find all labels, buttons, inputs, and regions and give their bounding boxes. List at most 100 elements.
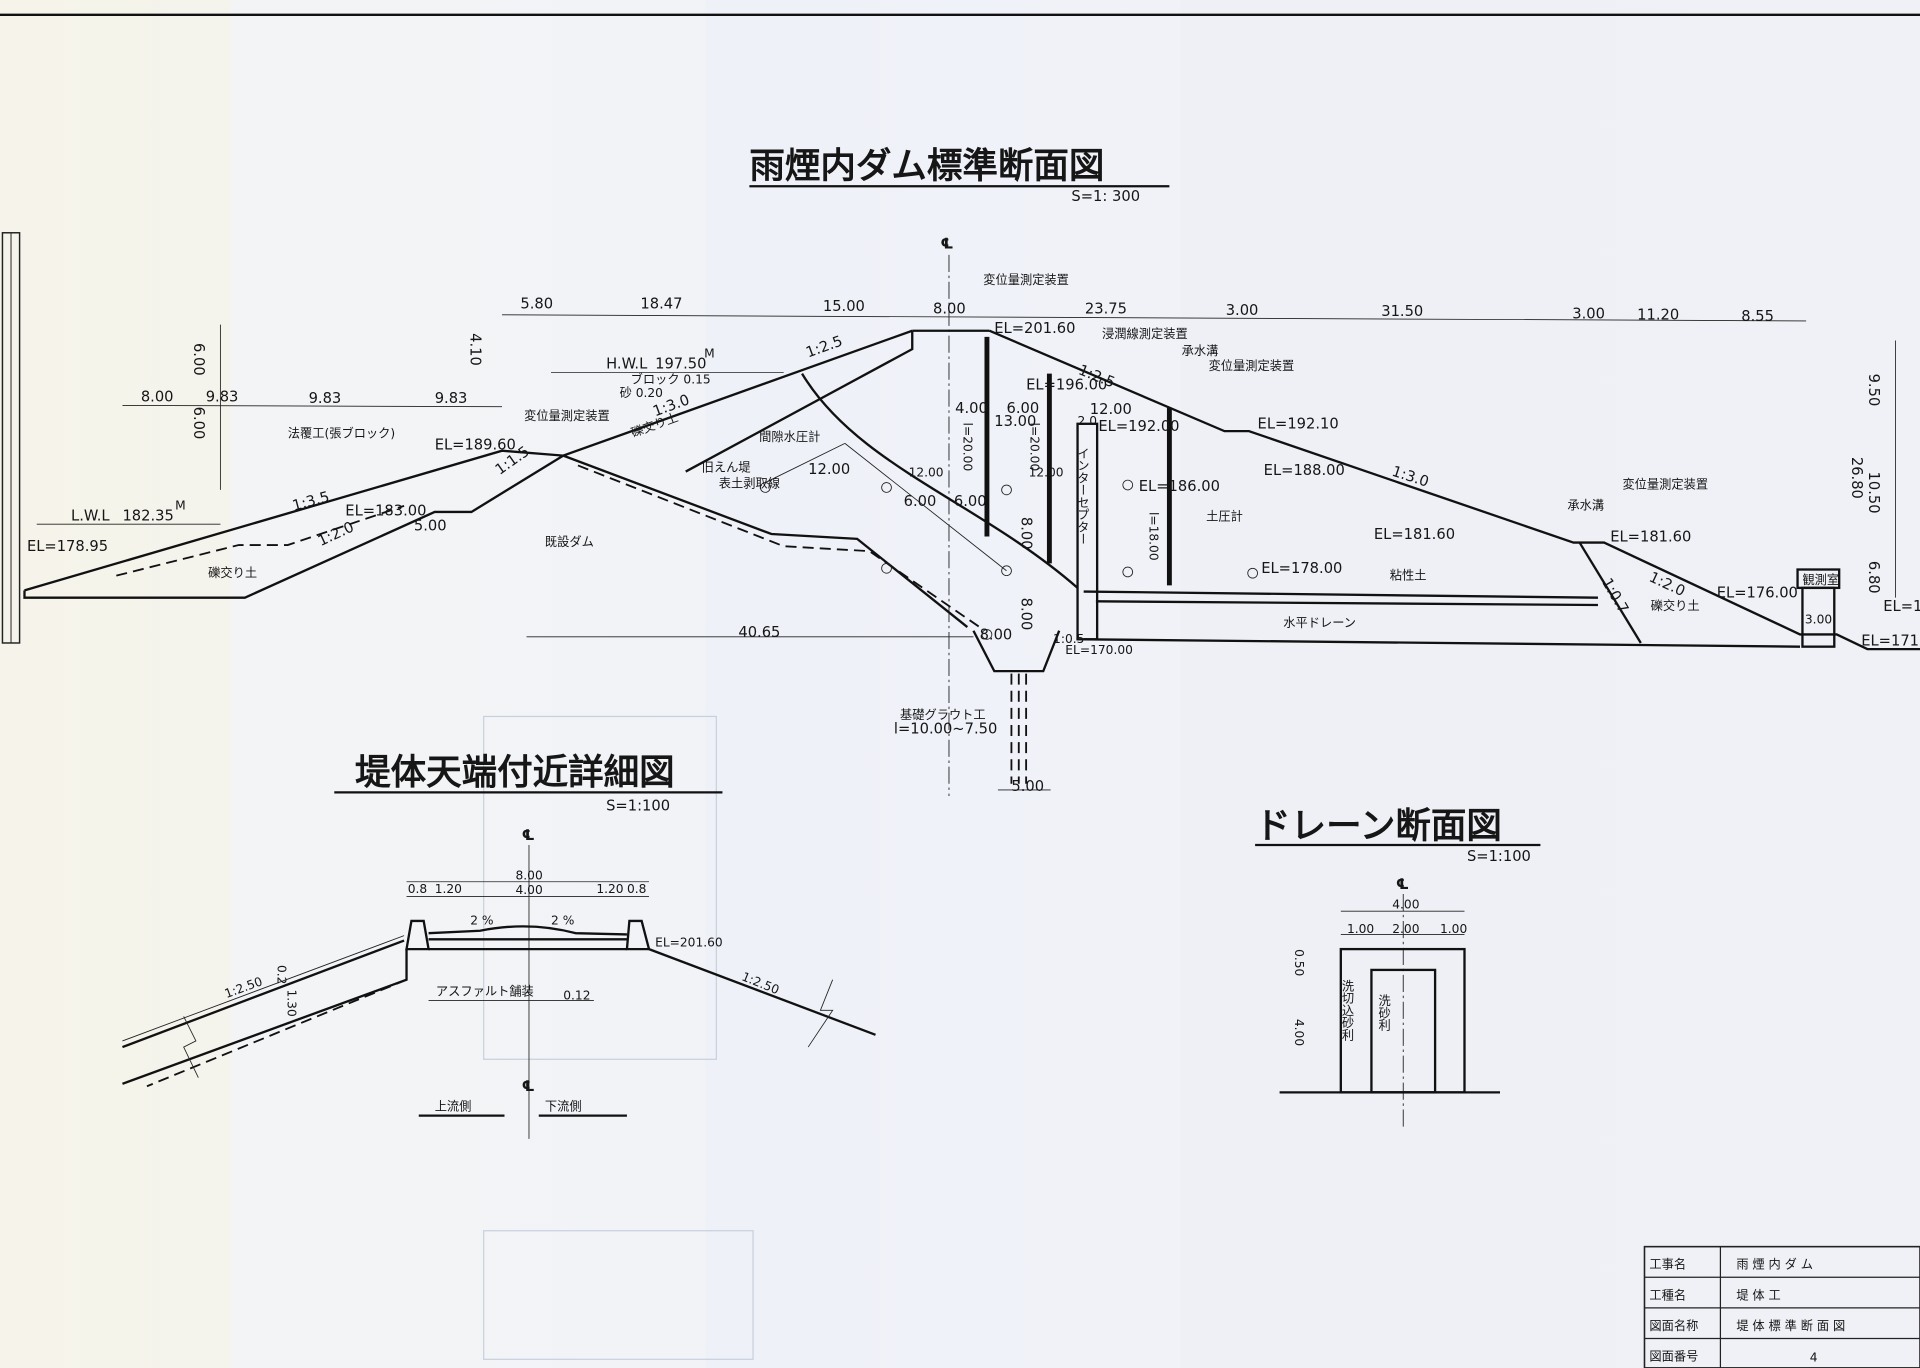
left-ruler [1, 232, 21, 644]
note-label: 変位量測定装置 [524, 408, 610, 423]
title-block-label: 図面番号 [1649, 1350, 1698, 1364]
lwl-label: L.W.L [71, 508, 110, 525]
dim-label: 9.83 [309, 390, 342, 407]
elevation-label: EL=176.00 [1717, 585, 1798, 602]
elevation-label: EL=17 [1883, 598, 1920, 615]
note-label: 変位量測定装置 [983, 272, 1069, 287]
dim-label: 0.8 [627, 882, 646, 896]
title-block-value: 堤 体 工 [1736, 1288, 1780, 1302]
dim-label: 4.10 [467, 333, 484, 366]
note-label: インターセプター [1075, 447, 1089, 545]
elevation-labels: EL=201.60 EL=196.00 EL=192.00 EL=192.10 … [27, 320, 1920, 657]
drain-dims: 4.00 1.00 2.00 1.00 0.50 4.00 [1292, 898, 1467, 1046]
dim-label: 31.50 [1381, 303, 1423, 320]
dim-label: 6.00 [190, 407, 207, 440]
break-mark [183, 1016, 199, 1078]
elevation-label: EL=178.95 [27, 538, 108, 555]
note-label: 表土剥取線 [719, 475, 780, 490]
observation-gallery [1801, 586, 1836, 648]
dim-label: 13.00 [994, 413, 1036, 430]
foundation-line [1083, 638, 1801, 648]
elevation-label: EL=181.60 [1374, 526, 1455, 543]
dim-label: 26.80 [1848, 457, 1865, 499]
elevation-label: EL=201.60 [994, 320, 1075, 337]
grout-lines [1010, 673, 1028, 784]
horizontal-drain-top [1083, 590, 1598, 599]
dim-label: 4.00 [1292, 1019, 1306, 1046]
title-block-value: 雨 煙 内 ダ ム [1736, 1257, 1813, 1272]
note-label: 承水溝 [1567, 499, 1604, 513]
note-label: 既設ダム [545, 534, 594, 549]
dim-label: 15.00 [823, 298, 865, 315]
dim-label: 8.00 [1018, 598, 1035, 631]
water-levels: L.W.L 182.35 M H.W.L 197.50 M [36, 347, 784, 525]
title-block-label: 図面名称 [1649, 1318, 1698, 1333]
note-label: 粘性土 [1390, 567, 1427, 582]
title-block-label: 工事名 [1649, 1257, 1686, 1272]
dim-label: 2 % [551, 914, 574, 928]
drain-section: ドレーン断面図 S=1:100 ℄ 4.00 1.00 2.00 1.00 0.… [1255, 806, 1541, 1127]
centerline-mark: ℄ [522, 827, 535, 844]
title-block-value: 堤 体 標 準 断 面 図 [1736, 1318, 1845, 1333]
faint-title-table [483, 1230, 754, 1360]
filter-line [1578, 541, 1642, 644]
dim-label: 8.00 [141, 389, 174, 406]
dim-label: 1.20 [596, 882, 623, 896]
note-label: ブロック 0.15 [631, 371, 711, 386]
inner-dims: 4.00 6.00 13.00 12.00 2.0 12.00 12.00 12… [414, 400, 1161, 795]
break-mark [807, 979, 834, 1048]
dim-label: 12.00 [1090, 401, 1132, 418]
note-label: 砂 0.20 [620, 386, 663, 400]
dim-label: 4.00 [1392, 898, 1419, 912]
centerline-mark: ℄ [1396, 876, 1409, 893]
upstream-label: 上流側 [435, 1100, 472, 1114]
note-label: 礫交り土 [1651, 598, 1700, 613]
main-section: 雨煙内ダム標準断面図 S=1: 300 ℄ 5.80 18.47 15.00 8… [23, 146, 1920, 797]
note-label: 観測室 [1802, 572, 1839, 587]
note-label: 変位量測定装置 [1622, 477, 1708, 492]
lwl-value: 182.35 [122, 508, 173, 525]
dim-label: l=20.00 [1028, 423, 1042, 472]
dim-label: 5.00 [1011, 778, 1044, 795]
main-title: 雨煙内ダム標準断面図 [749, 146, 1104, 187]
note-label: 承水溝 [1182, 344, 1219, 358]
note-label: 土圧計 [1206, 509, 1243, 524]
crest-detail: 堤体天端付近詳細図 S=1:100 ℄ 8.00 4.00 0.8 1.20 1… [122, 752, 876, 1139]
dim-label: 9.50 [1865, 374, 1882, 407]
dim-label: 6.80 [1865, 561, 1882, 594]
elevation-label: EL=186.00 [1139, 478, 1220, 495]
dim-label: 8.00 [980, 626, 1013, 643]
gravel-zone-lower [685, 330, 914, 473]
crest-dims: 8.00 4.00 0.8 1.20 1.20 0.8 2 % 2 % 0.2 … [275, 868, 647, 1016]
dim-label: 40.65 [738, 624, 780, 641]
dim-label: 1.00 [1440, 922, 1467, 936]
interceptor [1076, 422, 1099, 641]
elevation-label: EL=181.60 [1610, 528, 1691, 545]
slope-label: 1:2.50 [740, 970, 782, 998]
dim-label: 8.55 [1741, 308, 1774, 325]
curb-left [405, 919, 430, 951]
dim-label: 5.80 [520, 296, 553, 313]
note-label: l=10.00~7.50 [894, 721, 997, 738]
existing-dam-downstream [562, 454, 969, 628]
crest-elevation: EL=201.60 [655, 936, 723, 950]
dim-label: 12.00 [808, 461, 850, 478]
top-dims: 5.80 18.47 15.00 8.00 23.75 3.00 31.50 3… [520, 296, 1774, 325]
dim-label: 4.00 [955, 400, 988, 417]
drain-scale: S=1:100 [1467, 848, 1531, 865]
existing-dam-upstream [23, 454, 564, 599]
dim-label: l=18.00 [1146, 512, 1160, 561]
slope-label: 1:0.7 [1598, 575, 1632, 616]
old-embankment-line [577, 464, 981, 628]
title-block: 工事名 雨 煙 内 ダ ム 工種名 堤 体 工 図面名称 堤 体 標 準 断 面… [1643, 1245, 1920, 1368]
elevation-label: EL=192.00 [1098, 418, 1179, 435]
elevation-label: EL=170.00 [1065, 643, 1133, 657]
elevation-label: EL=189.60 [435, 437, 516, 454]
elevation-label: EL=171.7 [1861, 632, 1920, 649]
outer-fill-label: 洗切込砂利 [1340, 979, 1354, 1040]
piezometer-icons [759, 443, 1258, 640]
cutoff-trench [972, 630, 1061, 673]
note-label: 3.00 [1805, 612, 1832, 626]
dim-label: 6.00 [954, 493, 987, 510]
